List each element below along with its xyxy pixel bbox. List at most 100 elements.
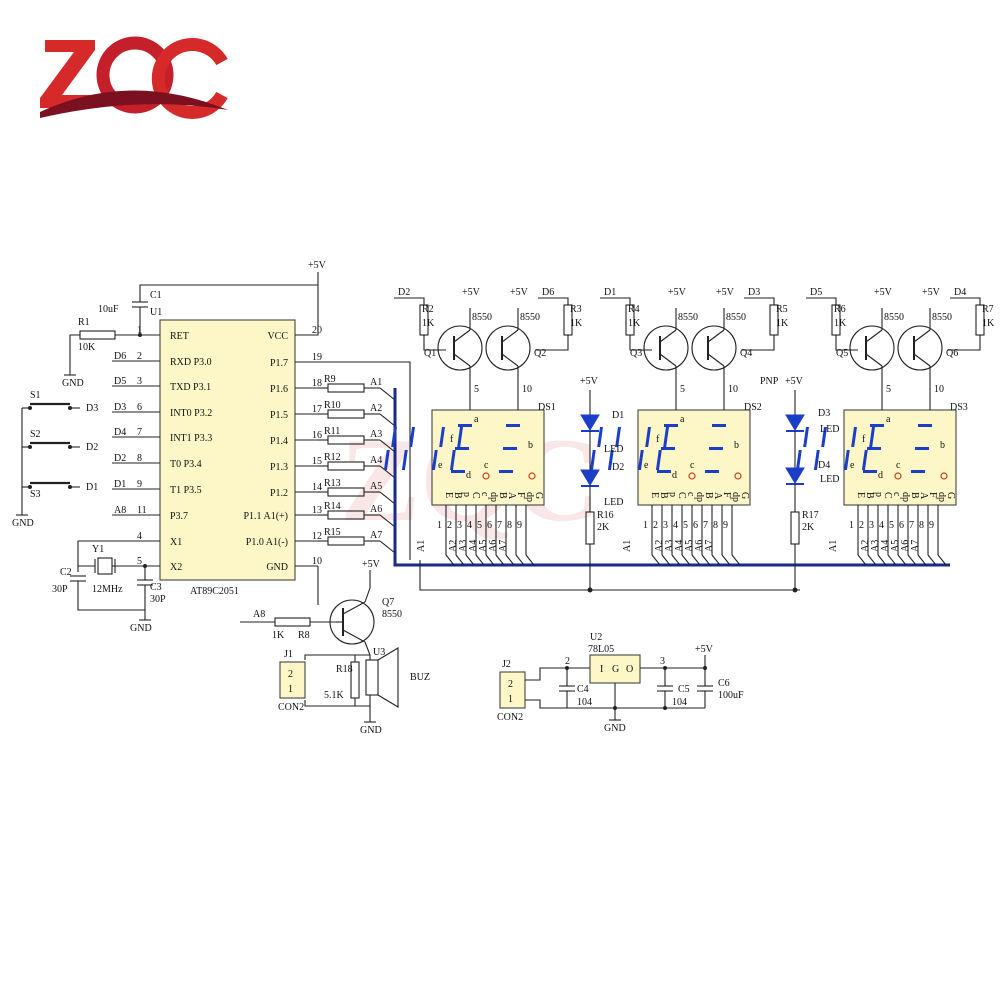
display-pin-number: 2 bbox=[447, 520, 452, 531]
resistor-net: A4 bbox=[370, 455, 382, 466]
oscillator: Y1 12MHz C2 30P C3 30P GND bbox=[52, 540, 166, 634]
display-pin-number: 6 bbox=[693, 520, 698, 531]
vcc-label-digit: +5V bbox=[874, 287, 893, 298]
transistor-pin: 5 bbox=[680, 384, 685, 395]
led-d3-ref: D3 bbox=[818, 408, 830, 419]
display-pin-number: 3 bbox=[457, 520, 462, 531]
segment-pin-letter: dp bbox=[694, 492, 705, 502]
display-net: A6 bbox=[488, 540, 499, 552]
display-label: DS2 bbox=[744, 402, 762, 413]
resistor-label: R4 bbox=[628, 304, 640, 315]
s1-net: D3 bbox=[86, 403, 98, 414]
segment-letter: c bbox=[690, 460, 695, 471]
transistor-label: Q1 bbox=[424, 348, 436, 359]
vcc-label-led1: +5V bbox=[580, 376, 599, 387]
mcu-pin-name: P1.6 bbox=[270, 384, 288, 395]
gnd-label-r1: GND bbox=[62, 378, 84, 389]
display-net: A3 bbox=[458, 540, 469, 552]
mcu-right-pins: VCC20P1.719P1.618P1.517P1.416P1.315P1.21… bbox=[243, 325, 322, 573]
display-net: A5 bbox=[890, 540, 901, 552]
segment-pin-letter: A bbox=[918, 492, 929, 500]
mcu-pin-name: P1.3 bbox=[270, 462, 288, 473]
segment-pin-letter: dp bbox=[936, 492, 947, 502]
segment-letter: e bbox=[438, 460, 443, 471]
display-pin-number: 6 bbox=[487, 520, 492, 531]
reset-circuit: +5V C1 10uF R1 10K GND bbox=[62, 260, 327, 389]
transistor-value: 8550 bbox=[932, 312, 952, 323]
display-net: A2 bbox=[860, 540, 871, 552]
segment-letter: b bbox=[940, 440, 945, 451]
display-net: A4 bbox=[880, 540, 891, 552]
j1-pin2: 2 bbox=[288, 669, 293, 680]
segment-letter: d bbox=[878, 470, 883, 481]
mcu-pin-net: D1 bbox=[114, 479, 126, 490]
c1-value: 10uF bbox=[98, 304, 119, 315]
r8-value: 1K bbox=[272, 630, 285, 641]
digit-drive-net: D5 bbox=[810, 287, 822, 298]
gnd-label-osc: GND bbox=[130, 623, 152, 634]
segment-letter: b bbox=[528, 440, 533, 451]
r17-label: R17 bbox=[802, 510, 819, 521]
u2-out-pin: 3 bbox=[660, 656, 665, 667]
segment-pin-letter: dp bbox=[524, 492, 535, 502]
mcu-pin-number: 11 bbox=[137, 505, 147, 516]
switch-s1: S1 D3 bbox=[22, 390, 98, 414]
transistor-value: 8550 bbox=[472, 312, 492, 323]
resistor-label: R15 bbox=[324, 527, 341, 538]
r18-label: R18 bbox=[336, 664, 353, 675]
led-d4-label: LED bbox=[820, 474, 839, 485]
u2-label: U2 bbox=[590, 632, 602, 643]
segment-pin-letter: c bbox=[479, 492, 490, 497]
display-pin-number: 7 bbox=[497, 520, 502, 531]
mcu-pin-number: 13 bbox=[312, 505, 322, 516]
c4-value: 104 bbox=[577, 697, 592, 708]
display-label: DS3 bbox=[950, 402, 968, 413]
segment-pin-letter: G bbox=[533, 492, 544, 499]
transistor-label: Q5 bbox=[836, 348, 848, 359]
segment-pin-letter: c bbox=[891, 492, 902, 497]
u2-part: 78L05 bbox=[588, 644, 614, 655]
vcc-label-digit: +5V bbox=[716, 287, 735, 298]
j2-label: J2 bbox=[502, 659, 511, 670]
led-d1-label: LED bbox=[604, 444, 623, 455]
segment-pin-letter: p bbox=[873, 492, 884, 497]
segment-pin-letter: c bbox=[685, 492, 696, 497]
mcu-pin-name: P1.2 bbox=[270, 488, 288, 499]
segment-letter: a bbox=[886, 414, 891, 425]
resistor-label: R2 bbox=[422, 304, 434, 315]
display-pin-number: 1 bbox=[849, 520, 854, 531]
display-pin-number: 5 bbox=[477, 520, 482, 531]
segment-letter: a bbox=[474, 414, 479, 425]
transistor-value: 8550 bbox=[726, 312, 746, 323]
display-pin-number: 9 bbox=[517, 520, 522, 531]
transistor-label: Q2 bbox=[534, 348, 546, 359]
u2-pin-g: G bbox=[612, 664, 619, 675]
transistor-value: 8550 bbox=[678, 312, 698, 323]
c6-value: 100uF bbox=[718, 690, 744, 701]
segment-letter: d bbox=[672, 470, 677, 481]
mcu-pin-number: 20 bbox=[312, 325, 322, 336]
display-net: A4 bbox=[468, 540, 479, 552]
digit-drive-net: D1 bbox=[604, 287, 616, 298]
segment-pin-letter: dp bbox=[730, 492, 741, 502]
pnp-led-column-2: +5V PNP D3 LED D4 LED R17 2K bbox=[760, 376, 839, 590]
mcu-pin-number: 5 bbox=[137, 556, 142, 567]
led-d2-label: LED bbox=[604, 497, 623, 508]
r1-label: R1 bbox=[78, 317, 90, 328]
c2-label: C2 bbox=[60, 567, 72, 578]
segment-pin-letter: C bbox=[470, 492, 481, 499]
display-pin-number: 3 bbox=[663, 520, 668, 531]
pnp-led-column-1: +5V D1 LED D2 LED R16 2K bbox=[580, 376, 624, 590]
j1-pin1: 1 bbox=[288, 684, 293, 695]
mcu-pin-name: P1.7 bbox=[270, 358, 288, 369]
segment-pin-letter: E bbox=[649, 492, 660, 498]
resistor-label: R13 bbox=[324, 478, 341, 489]
mcu-pin-number: 10 bbox=[312, 556, 322, 567]
segment-letter: e bbox=[644, 460, 649, 471]
transistor-label: Q4 bbox=[740, 348, 752, 359]
display-pin-number: 7 bbox=[703, 520, 708, 531]
display-net: A4 bbox=[674, 540, 685, 552]
segment-pin-letter: A bbox=[506, 492, 517, 500]
